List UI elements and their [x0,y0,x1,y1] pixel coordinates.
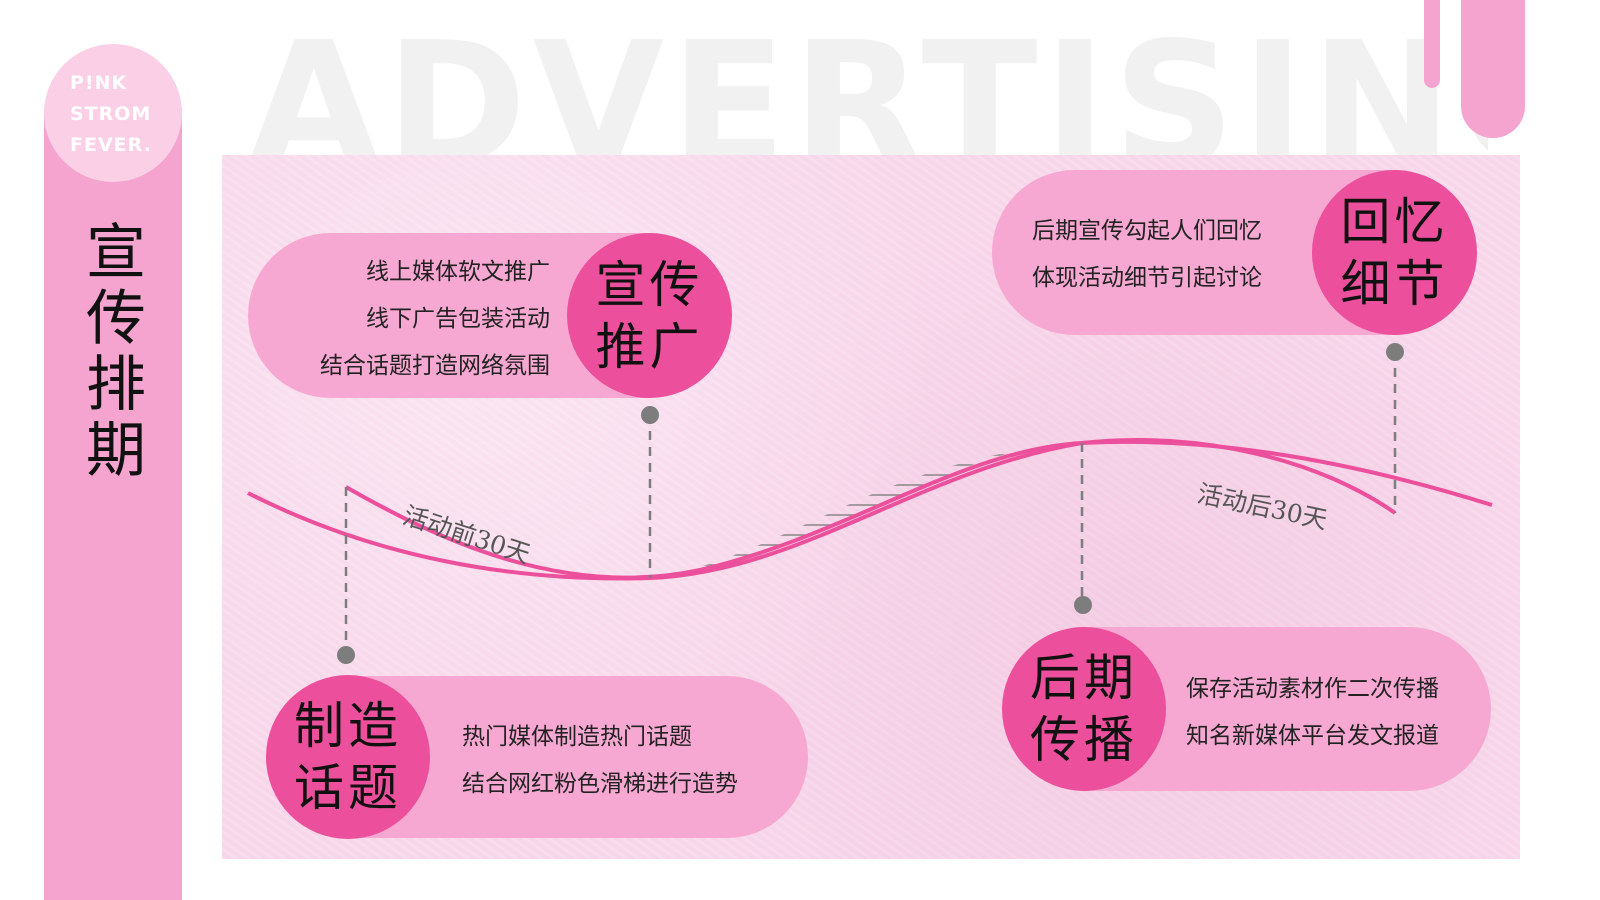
top-decor-bar-thin [1424,0,1440,88]
card-title: 后期传播 [1030,649,1138,769]
card-line: 结合网红粉色滑梯进行造势 [462,771,738,797]
top-decor-bar-wide [1461,0,1525,138]
card-line: 后期宣传勾起人们回忆 [1032,218,1262,244]
card-line: 结合话题打造网络氛围 [320,353,550,379]
side-bar [44,108,182,900]
card-line: 体现活动细节引起讨论 [1032,265,1262,291]
card-title-circle: 回忆细节 [1312,170,1477,335]
logo-line: P!NK [70,72,128,94]
card-line: 线上媒体软文推广 [366,259,550,285]
card-title-circle: 宣传推广 [567,233,732,398]
card-line: 热门媒体制造热门话题 [462,724,692,750]
logo-line: FEVER. [70,134,152,156]
connector-dot-memory [1386,343,1404,361]
watermark-text: ADVERTISING [248,20,1488,160]
logo-line: STROM [70,103,152,125]
logo-circle [44,44,182,182]
card-lines: 热门媒体制造热门话题 结合网红粉色滑梯进行造势 [462,714,792,808]
card-line: 线下广告包装活动 [366,306,550,332]
connector-dot-promo [641,406,659,424]
card-lines: 后期宣传勾起人们回忆 体现活动细节引起讨论 [1032,208,1302,302]
card-line: 知名新媒体平台发文报道 [1186,723,1439,749]
card-title: 宣传推广 [595,255,704,376]
page-title: 宣传排期 [86,218,146,486]
card-title-circle: 制造话题 [266,675,430,839]
card-lines: 保存活动素材作二次传播 知名新媒体平台发文报道 [1186,666,1486,760]
card-lines: 线上媒体软文推广 线下广告包装活动 结合话题打造网络氛围 [288,249,550,390]
connector-dot-later [1074,596,1092,614]
card-title: 回忆细节 [1340,192,1449,313]
connector-dot-topic [337,646,355,664]
card-title-circle: 后期传播 [1002,627,1166,791]
curve-line-2 [345,439,1493,580]
brand-logo: P!NK STROM FEVER. [70,68,170,161]
card-line: 保存活动素材作二次传播 [1186,676,1439,702]
card-title: 制造话题 [294,697,402,817]
